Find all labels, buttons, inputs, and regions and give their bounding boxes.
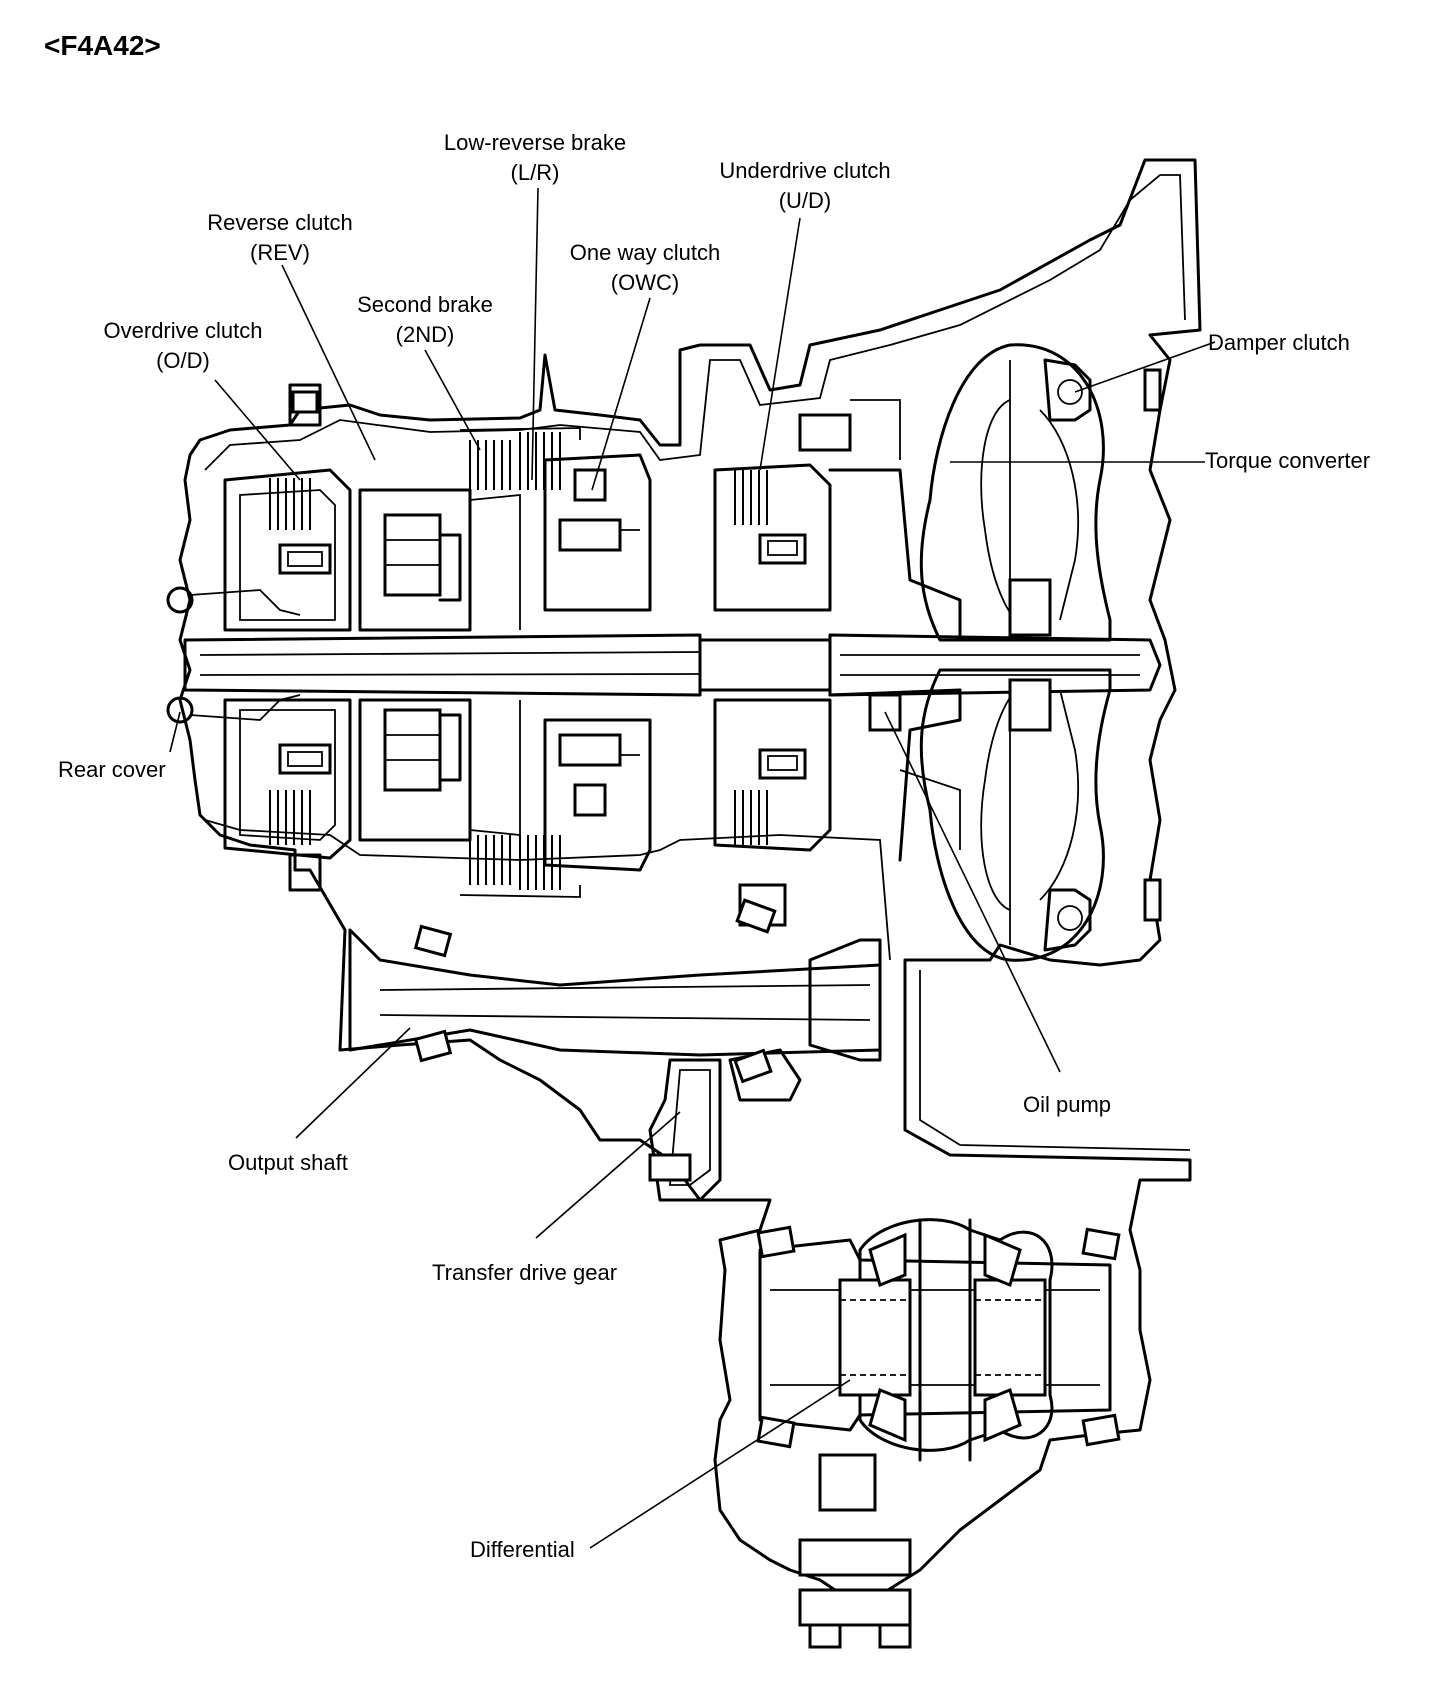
label-overdrive-clutch: Overdrive clutch (O/D) bbox=[103, 318, 263, 373]
one-way-clutch bbox=[543, 453, 652, 872]
label-underdrive-clutch: Underdrive clutch (U/D) bbox=[719, 158, 891, 213]
page-title: <F4A42> bbox=[44, 30, 161, 61]
differential bbox=[756, 1218, 1121, 1649]
label-low-reverse-brake: Low-reverse brake (L/R) bbox=[443, 130, 627, 185]
label-reverse-clutch: Reverse clutch (REV) bbox=[207, 210, 353, 265]
oil-pump-housing bbox=[828, 399, 962, 862]
label-differential: Differential bbox=[470, 1537, 575, 1562]
label-torque-converter: Torque converter bbox=[1205, 448, 1371, 473]
torque-converter bbox=[919, 343, 1162, 962]
label-output-shaft: Output shaft bbox=[228, 1150, 348, 1175]
planetary-gear-set bbox=[358, 488, 521, 842]
label-rear-cover: Rear cover bbox=[58, 757, 166, 782]
label-oil-pump: Oil pump bbox=[1023, 1092, 1112, 1117]
leader-lines bbox=[169, 187, 1216, 1549]
underdrive-clutch bbox=[713, 413, 852, 927]
label-one-way-clutch: One way clutch (OWC) bbox=[569, 240, 721, 295]
transmission-case bbox=[178, 158, 1202, 1602]
label-transfer-drive-gear: Transfer drive gear bbox=[432, 1260, 618, 1285]
transfer-drive-gear bbox=[648, 1058, 722, 1202]
second-and-low-reverse-brake-pack bbox=[459, 427, 581, 898]
overdrive-reverse-clutch-pack bbox=[223, 383, 352, 892]
output-shaft-assembly bbox=[348, 898, 882, 1102]
label-damper-clutch: Damper clutch bbox=[1208, 330, 1350, 355]
label-second-brake: Second brake (2ND) bbox=[357, 292, 493, 347]
